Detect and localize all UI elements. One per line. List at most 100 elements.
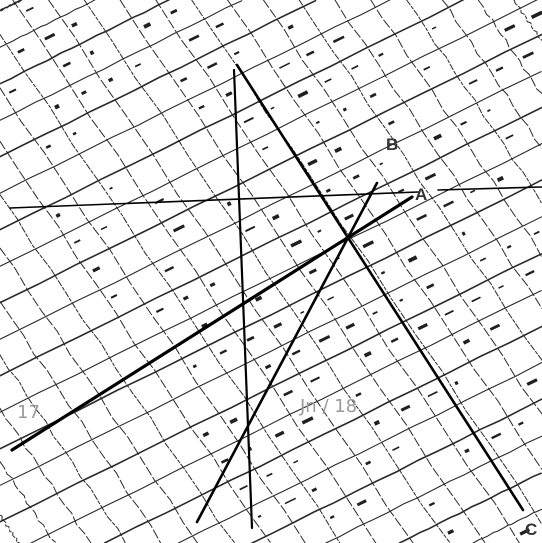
ink-mark (416, 213, 428, 221)
ink-mark (307, 158, 318, 167)
ink-mark (325, 188, 331, 193)
ink-mark (327, 296, 335, 301)
ink-mark (390, 337, 399, 343)
grid-column-line (0, 514, 20, 543)
ink-mark (245, 225, 256, 233)
ink-mark (297, 90, 309, 99)
ink-mark (462, 338, 471, 345)
grid-column-line (0, 407, 92, 543)
ink-mark (479, 257, 487, 262)
grid-row-line (398, 472, 542, 543)
grid-column-line (0, 301, 162, 543)
ink-mark (443, 200, 455, 208)
ink-mark (192, 364, 197, 369)
ink-mark (202, 431, 210, 438)
grid-column-line (0, 354, 126, 543)
grid-column-line (477, 0, 542, 95)
ink-mark (266, 472, 273, 478)
ink-mark (506, 244, 512, 249)
ink-mark (363, 350, 372, 358)
ink-mark (530, 10, 542, 20)
ink-mark (291, 349, 301, 356)
ink-mark (154, 197, 165, 205)
ink-mark (54, 103, 60, 110)
ink-mark (489, 323, 501, 331)
ink-mark (318, 334, 331, 343)
ink-mark (301, 416, 314, 425)
ink-mark (470, 189, 476, 194)
ink-mark (55, 212, 61, 218)
ink-mark (287, 24, 294, 30)
ink-mark (300, 310, 305, 314)
ink-mark (71, 21, 78, 28)
ink-mark (293, 459, 299, 464)
ink-mark (172, 224, 185, 233)
ink-mark (270, 106, 275, 110)
ink-mark (44, 32, 56, 41)
ink-mark (109, 186, 113, 190)
ink-mark (110, 294, 118, 299)
grid-column-line (0, 247, 199, 543)
ink-mark (428, 501, 436, 507)
label-a: A (415, 185, 428, 204)
construction-lines (9, 63, 542, 530)
ink-mark (392, 446, 400, 452)
ink-mark (80, 90, 87, 96)
ink-mark (468, 79, 478, 85)
line-c (235, 63, 525, 512)
ink-mark (264, 364, 272, 370)
grid-row-line (0, 0, 317, 158)
ink-mark (164, 266, 175, 273)
grid-column-line (406, 0, 542, 204)
ink-mark (246, 335, 255, 342)
grid-column-line (83, 0, 450, 543)
grid-row-line (0, 0, 465, 231)
ink-mark (362, 240, 375, 249)
ink-mark (143, 22, 152, 29)
ink-mark (351, 64, 359, 70)
ink-mark (134, 63, 142, 68)
faint-label-left: 17 (17, 402, 40, 423)
grid-row-line (0, 178, 542, 450)
grid-column-line (334, 0, 542, 310)
grid-column-line (370, 0, 542, 257)
ink-mark (379, 162, 384, 166)
grid-column-line (441, 0, 542, 149)
ink-mark (89, 50, 95, 56)
ink-mark (107, 77, 114, 83)
ink-mark (461, 231, 466, 236)
ink-mark (315, 120, 320, 125)
grid-row-line (0, 71, 542, 340)
ink-mark (427, 390, 438, 398)
ink-mark (308, 268, 317, 275)
horizontal-line-a-right (437, 186, 542, 191)
ink-mark (471, 296, 481, 303)
grid-column-line (119, 0, 486, 543)
ink-mark (400, 404, 411, 412)
grid-row-line (0, 0, 538, 267)
ink-mark (417, 323, 428, 331)
ink-mark (239, 484, 248, 491)
line-b (195, 181, 379, 524)
ink-mark (219, 349, 228, 355)
grid-column-line (227, 0, 542, 470)
ink-mark (533, 230, 540, 236)
grid-column-line (12, 0, 377, 543)
ink-mark (324, 78, 332, 83)
ink-mark (206, 62, 218, 70)
ink-mark (198, 104, 205, 110)
ink-mark (329, 515, 335, 520)
ink-mark (365, 460, 372, 466)
grid-row-line (251, 398, 542, 543)
ink-mark (426, 283, 435, 290)
ink-mark (373, 419, 381, 426)
ink-mark (345, 322, 356, 330)
ink-mark (525, 270, 535, 277)
ink-mark (505, 134, 514, 140)
horizontal-line-a (9, 191, 419, 209)
grid-row-line (0, 0, 170, 85)
ink-mark (522, 51, 534, 59)
